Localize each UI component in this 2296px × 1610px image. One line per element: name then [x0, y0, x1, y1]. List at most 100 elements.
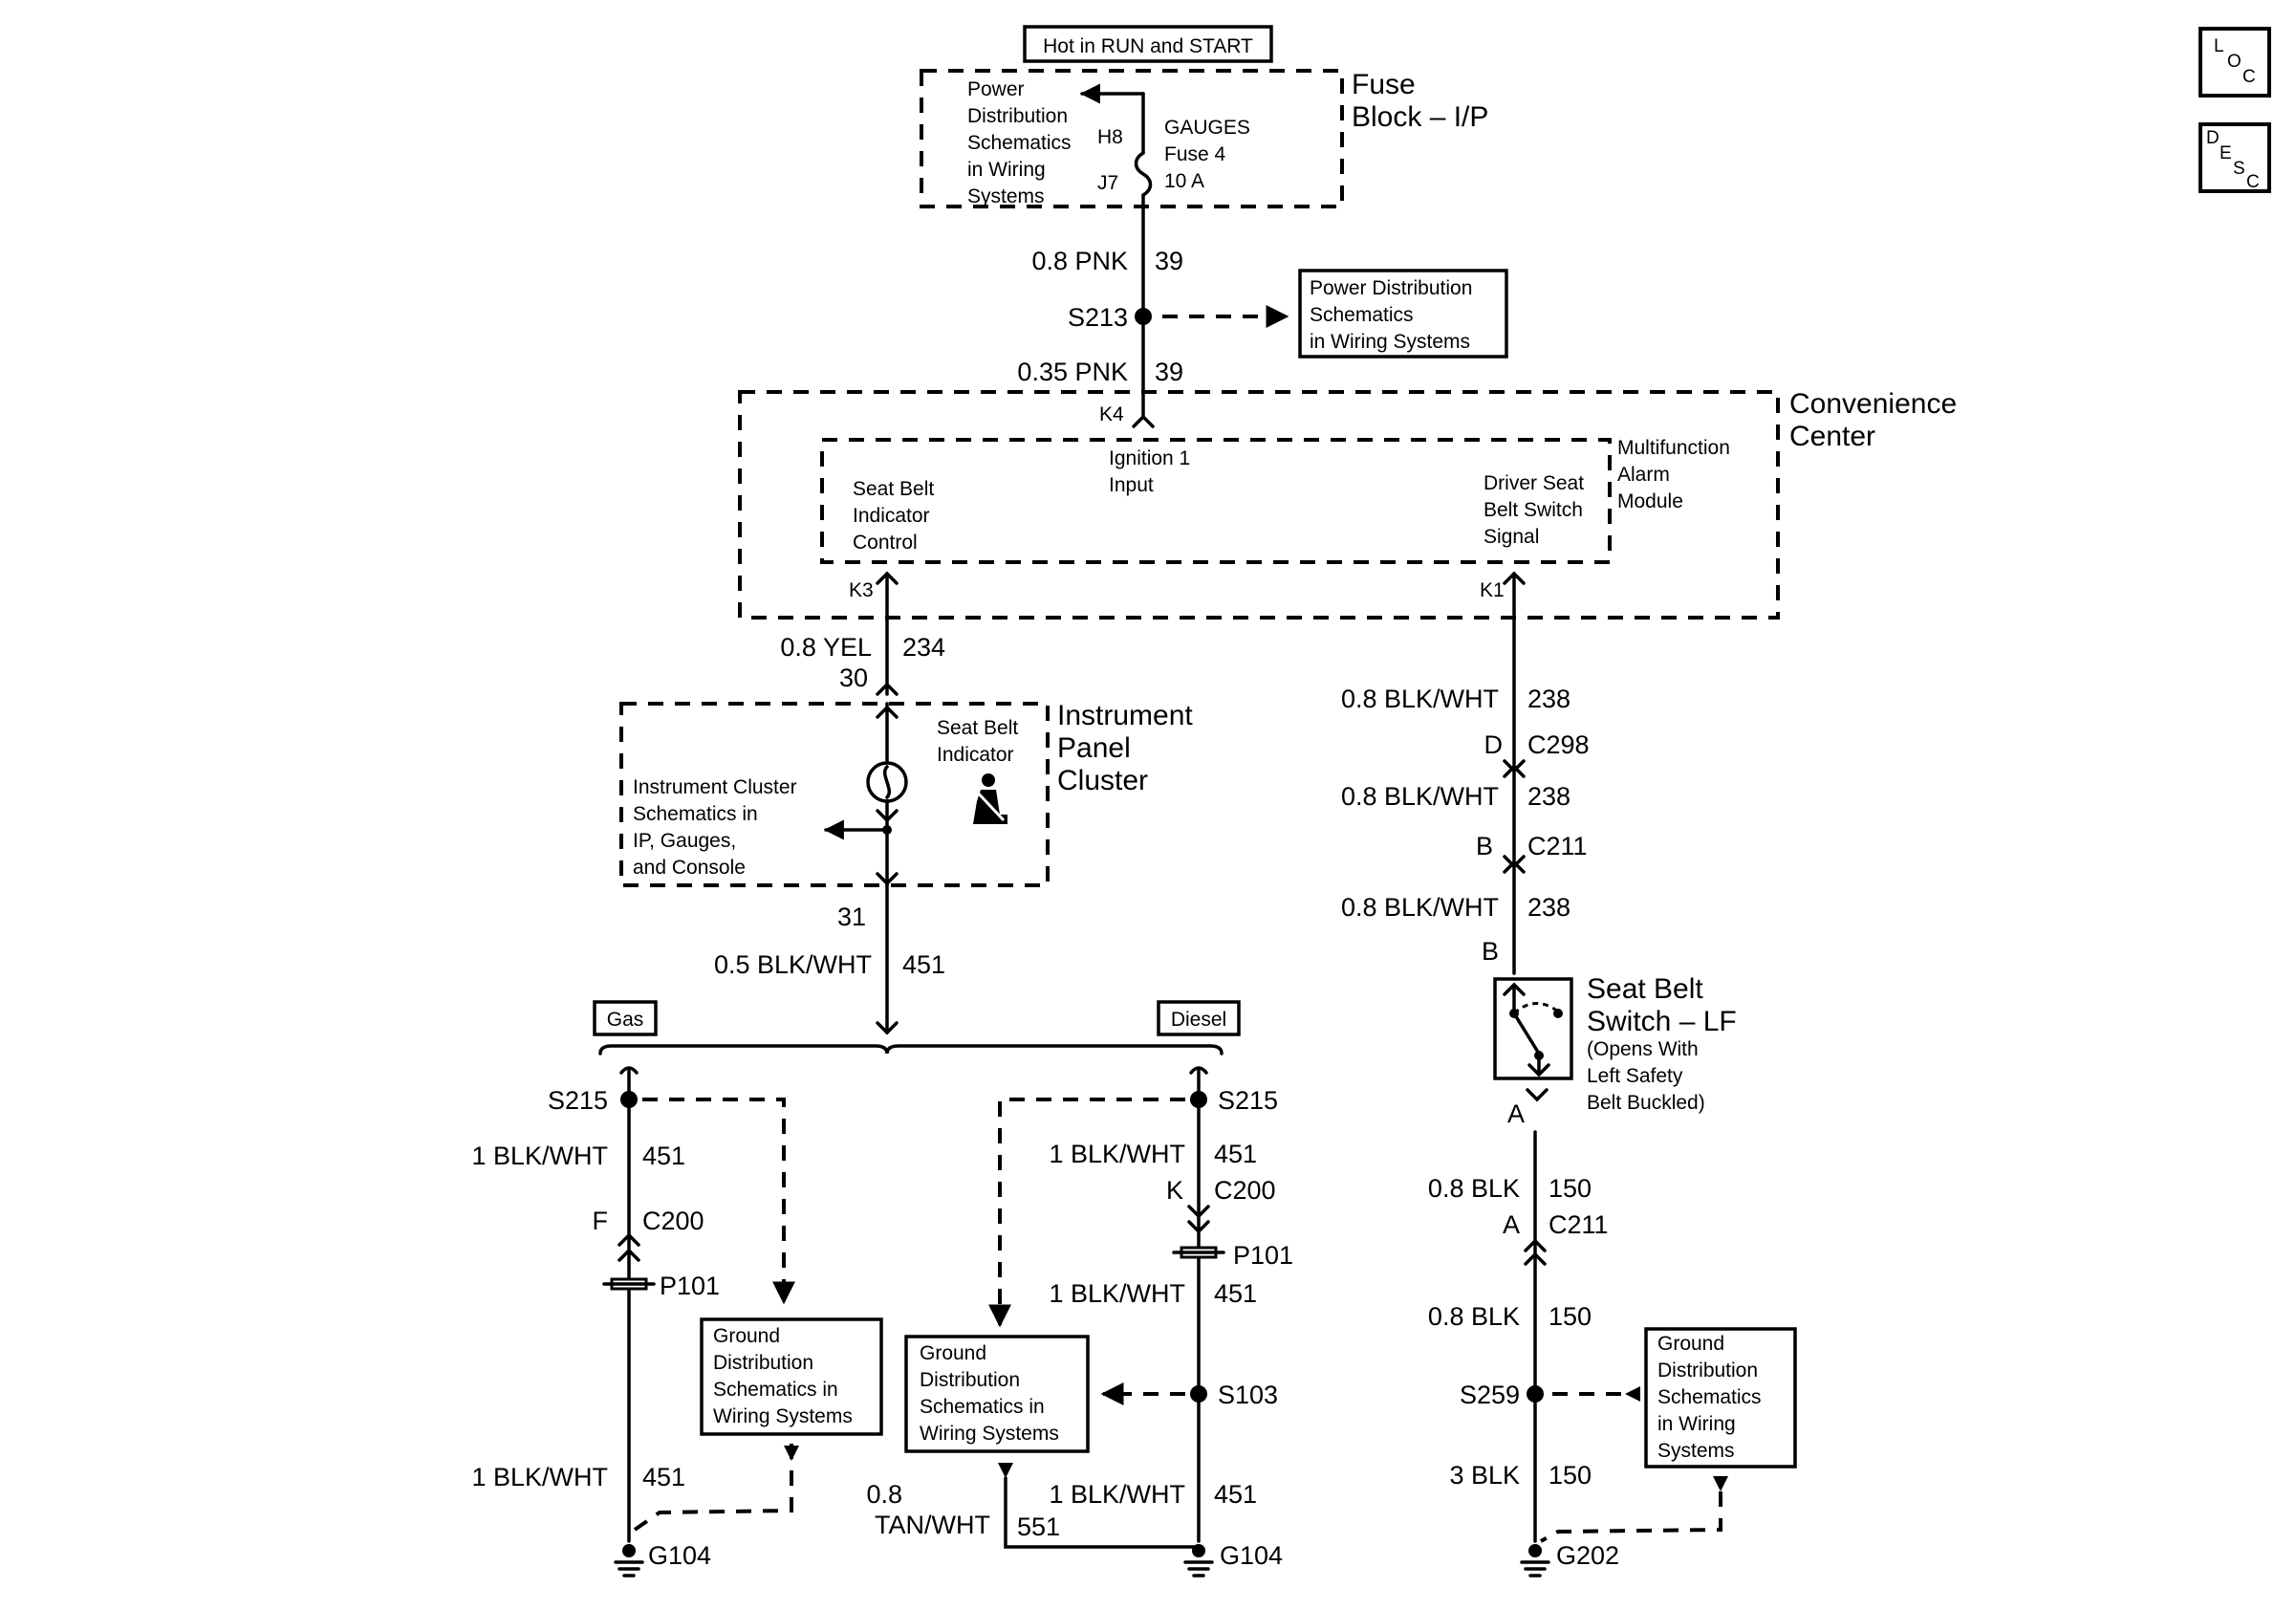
splice-s213 — [1135, 308, 1152, 325]
switch-title-2: Switch – LF — [1587, 1006, 1737, 1037]
pin-31: 31 — [837, 903, 866, 931]
wire-238-circuit-a: 238 — [1527, 685, 1570, 713]
wire-150-circuit-f: 150 — [1549, 1461, 1592, 1490]
wire-451-main-circuit: 451 — [902, 950, 945, 979]
gas-branch: S215 1 BLK/WHT 451 F C200 P101 Ground Di… — [471, 1066, 883, 1577]
switch-note-3: Belt Buckled) — [1587, 1092, 1705, 1114]
fuse-pd-ref-2: Distribution — [967, 105, 1068, 127]
gas-gnd-ref-4: Wiring Systems — [713, 1405, 853, 1427]
fuse-label-2: Fuse 4 — [1164, 143, 1226, 165]
ic-ref-1: Instrument Cluster — [633, 776, 797, 798]
pin-30: 30 — [839, 664, 868, 692]
sb-control-3: Control — [853, 532, 918, 554]
ic-ref-4: and Console — [633, 857, 746, 879]
diesel-branch: S215 1 BLK/WHT 451 K C200 P101 1 BLK/WHT… — [866, 1066, 1293, 1577]
wire-234-circuit: 234 — [902, 633, 945, 662]
desc-letter-c: C — [2246, 172, 2260, 192]
gas-p101: P101 — [660, 1272, 720, 1300]
wire-150-gauge-f: 3 BLK — [1449, 1461, 1520, 1490]
ignition-label-2: Input — [1109, 474, 1154, 496]
diesel-wire3-gauge-1: 0.8 — [866, 1480, 902, 1509]
loc-letter-c: C — [2242, 67, 2256, 87]
fuse-pd-ref-3: Schematics — [967, 132, 1072, 154]
fuse-symbol — [1134, 92, 1153, 208]
pin-k3: K3 — [849, 579, 874, 601]
sb-indicator-2: Indicator — [937, 744, 1014, 766]
ipc-title-1: Instrument — [1057, 700, 1193, 731]
wire-39-circuit-bottom: 39 — [1155, 358, 1183, 386]
diesel-c200-pin: K — [1166, 1176, 1183, 1205]
wire-39-gauge-bottom: 0.35 PNK — [1017, 358, 1128, 386]
wire-238-circuit-b: 238 — [1527, 782, 1570, 811]
loc-letter-l: L — [2214, 36, 2224, 56]
gas-s215: S215 — [548, 1086, 608, 1115]
diesel-wire4-gauge: 1 BLK/WHT — [1049, 1480, 1185, 1509]
diesel-tag: Diesel — [1157, 1000, 1241, 1036]
option-bracket — [598, 1044, 1224, 1055]
diesel-wire2-gauge: 1 BLK/WHT — [1049, 1279, 1185, 1308]
mam-title-3: Module — [1617, 490, 1683, 512]
gas-gnd-ref-1: Ground — [713, 1325, 780, 1347]
pd-ref-box-2: Power Distribution Schematics in Wiring … — [1298, 269, 1508, 359]
diesel-s103: S103 — [1218, 1381, 1278, 1409]
diesel-wire3-circuit: 551 — [1017, 1512, 1060, 1541]
right-gnd-ref-2: Distribution — [1657, 1360, 1758, 1382]
fuse-pd-ref-1: Power — [967, 78, 1025, 100]
multifunction-alarm-module: Multifunction Alarm Module K4 Ignition 1… — [820, 403, 1730, 601]
gas-label: Gas — [607, 1009, 644, 1031]
gas-wire1-gauge: 1 BLK/WHT — [471, 1142, 608, 1170]
pd-ref-2-line3: in Wiring Systems — [1310, 331, 1470, 353]
c298-label: C298 — [1527, 730, 1590, 759]
pin-k1: K1 — [1480, 579, 1505, 601]
ic-ref-3: IP, Gauges, — [633, 830, 736, 852]
pin-k4: K4 — [1099, 403, 1124, 425]
diesel-s215: S215 — [1218, 1086, 1278, 1115]
diesel-g104: G104 — [1220, 1541, 1283, 1570]
mam-title-2: Alarm — [1617, 464, 1670, 486]
wire-150-circuit-e: 150 — [1549, 1302, 1592, 1331]
wire-238-gauge-b: 0.8 BLK/WHT — [1341, 782, 1499, 811]
switch-note-1: (Opens With — [1587, 1038, 1699, 1060]
switch-pin-b: B — [1482, 937, 1499, 966]
c211-label: C211 — [1527, 832, 1588, 860]
diesel-wire1-gauge: 1 BLK/WHT — [1049, 1140, 1185, 1168]
diesel-wire1-circuit: 451 — [1214, 1140, 1257, 1168]
sb-control-2: Indicator — [853, 505, 930, 527]
right-gnd-ref-4: in Wiring — [1657, 1413, 1736, 1435]
gas-tag: Gas — [593, 1000, 658, 1036]
diesel-gnd-ref-1: Ground — [920, 1342, 986, 1364]
diesel-wire2-circuit: 451 — [1214, 1279, 1257, 1308]
seat-belt-icon — [973, 773, 1007, 824]
fuse-block-title-1: Fuse — [1352, 69, 1416, 100]
diesel-c200: C200 — [1214, 1176, 1276, 1205]
diesel-gnd-ref-2: Distribution — [920, 1369, 1020, 1391]
gas-wire1-circuit: 451 — [642, 1142, 685, 1170]
wire-451-main-gauge: 0.5 BLK/WHT — [714, 950, 872, 979]
desc-letter-d: D — [2206, 128, 2220, 148]
wire-238-gauge-a: 0.8 BLK/WHT — [1341, 685, 1499, 713]
switch-note-2: Left Safety — [1587, 1065, 1683, 1087]
desc-icon[interactable]: D E S C — [2199, 122, 2271, 193]
wire-150-gauge-d: 0.8 BLK — [1428, 1174, 1520, 1203]
hot-in-run-label: Hot in RUN and START — [1023, 25, 1273, 63]
gas-c200-pin: F — [593, 1207, 609, 1235]
gas-gnd-ref-2: Distribution — [713, 1352, 813, 1374]
loc-icon[interactable]: L O C — [2199, 27, 2271, 98]
convenience-center: Convenience Center — [738, 388, 1957, 620]
sb-control-1: Seat Belt — [853, 478, 934, 500]
right-gnd-ref-3: Schematics — [1657, 1386, 1762, 1408]
convenience-center-title-1: Convenience — [1789, 388, 1957, 420]
desc-letter-e: E — [2220, 143, 2232, 163]
gas-wire2-circuit: 451 — [642, 1463, 685, 1491]
ipc-title-3: Cluster — [1057, 765, 1148, 796]
fuse-label-3: 10 A — [1164, 170, 1204, 192]
diesel-gnd-ref-3: Schematics in — [920, 1396, 1045, 1418]
diesel-p101: P101 — [1233, 1241, 1293, 1270]
fuse-pin-j7: J7 — [1097, 172, 1118, 194]
wire-39-gauge-top: 0.8 PNK — [1031, 247, 1128, 275]
diesel-wire3-gauge-2: TAN/WHT — [875, 1511, 990, 1539]
pd-ref-2-line1: Power Distribution — [1310, 277, 1472, 299]
mam-title-1: Multifunction — [1617, 437, 1730, 459]
instrument-panel-cluster: Instrument Panel Cluster Seat Belt Indic… — [619, 700, 1193, 887]
